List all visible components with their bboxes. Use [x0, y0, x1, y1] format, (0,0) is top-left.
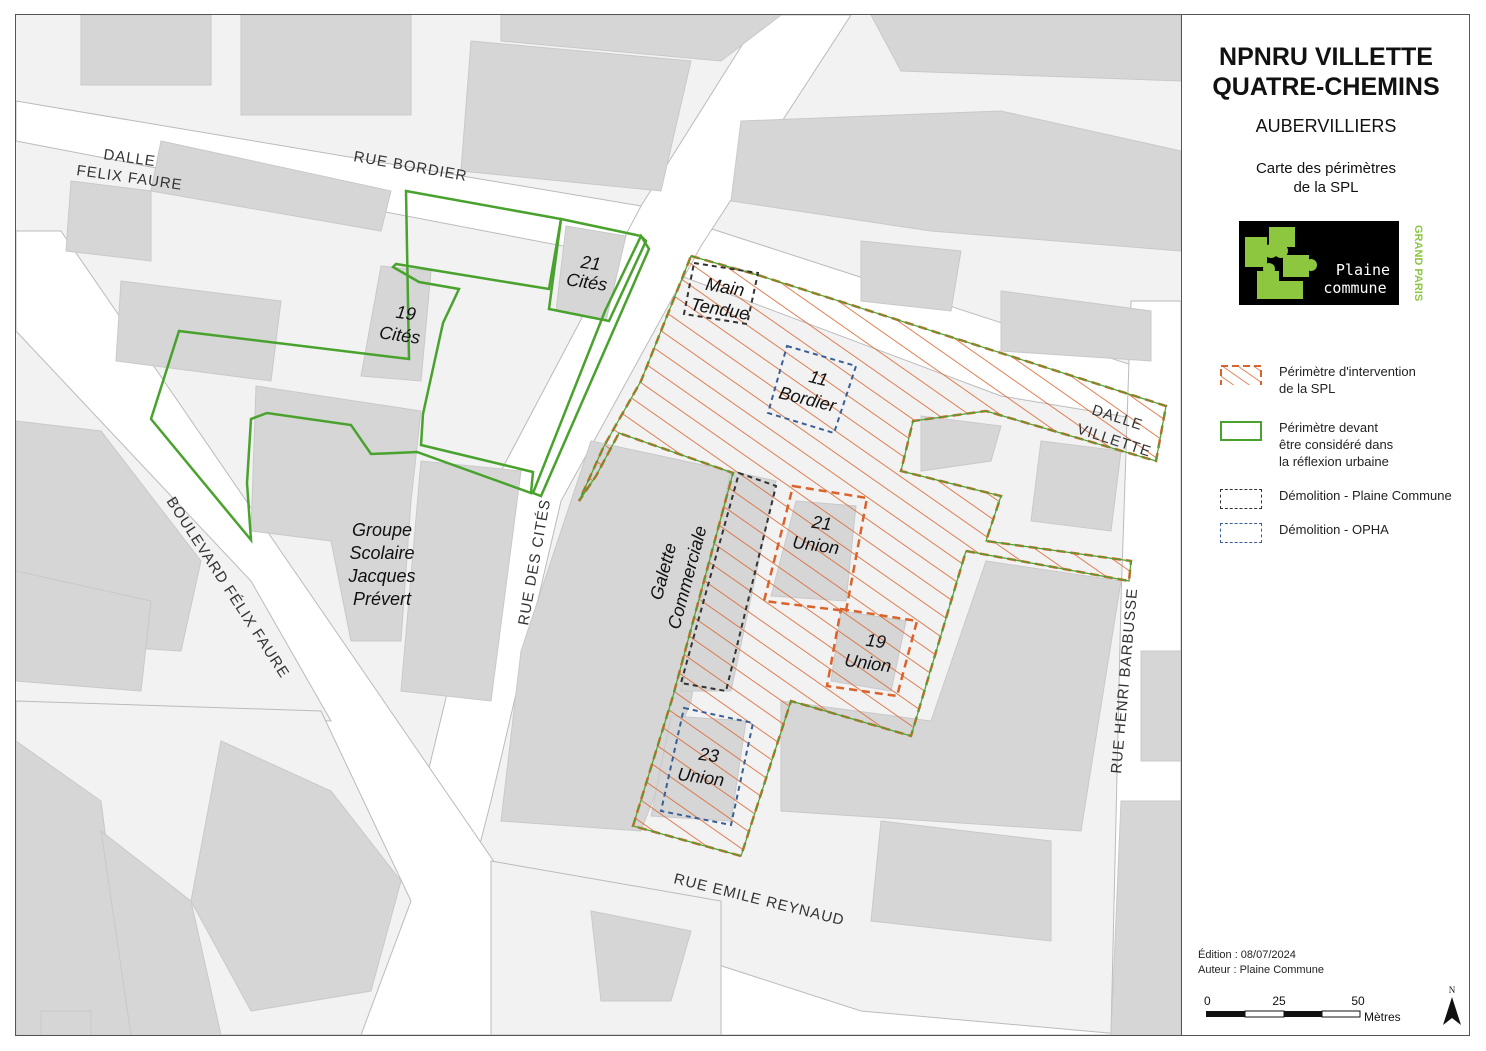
legend-label-spl: Périmètre d'intervention de la SPL: [1279, 364, 1416, 396]
building: [460, 40, 692, 192]
plaine-commune-logo: Plaine commune GRAND PARIS: [1239, 221, 1424, 305]
building: [150, 140, 392, 232]
scale-tick-25: 25: [1272, 994, 1286, 1008]
building: [400, 460, 522, 702]
map-subtitle-line1: Carte des périmètres: [1255, 160, 1397, 177]
scale-tick-50: 50: [1351, 994, 1365, 1008]
north-arrow-icon: N: [1443, 985, 1461, 1025]
building: [250, 385, 422, 642]
scale-tick-0: 0: [1204, 994, 1211, 1008]
legend-panel: NPNRU VILLETTE QUATRE-CHEMINS AUBERVILLI…: [1181, 15, 1469, 1035]
map-canvas[interactable]: RUE BORDIER DALLE FELIX FAURE BOULEVARD …: [16, 15, 1181, 1035]
building: [80, 15, 212, 86]
label-school-3: Jacques: [347, 566, 415, 586]
building: [1000, 290, 1152, 362]
demolition-23-union[interactable]: [659, 706, 755, 827]
label-19-union-num: 19: [865, 630, 888, 653]
map-city: AUBERVILLIERS: [1255, 116, 1397, 136]
building: [860, 240, 962, 312]
building: [500, 15, 782, 62]
label-school-1: Groupe: [352, 520, 412, 540]
building: [780, 560, 1122, 832]
building: [730, 110, 1181, 252]
map-panel[interactable]: RUE BORDIER DALLE FELIX FAURE BOULEVARD …: [16, 15, 1181, 1035]
logo-text-2: commune: [1323, 279, 1386, 297]
urban-reflection-perimeter-east[interactable]: [531, 217, 651, 498]
outline-19-union: [825, 607, 919, 698]
author: Auteur : Plaine Commune: [1198, 964, 1324, 976]
building: [115, 280, 282, 382]
legend-label-demolition-pc: Démolition - Plaine Commune: [1279, 488, 1452, 503]
building: [16, 740, 132, 1035]
label-11-bordier-num: 11: [807, 366, 830, 390]
legend-label-urban: Périmètre devant être considéré dans la …: [1279, 420, 1394, 469]
building: [360, 265, 432, 382]
label-23-union-num: 23: [697, 744, 721, 767]
north-label: N: [1449, 985, 1456, 995]
logo-side-text: GRAND PARIS: [1412, 225, 1424, 301]
map-title-line1: NPNRU VILLETTE: [1219, 43, 1433, 71]
building: [40, 1010, 92, 1035]
building: [870, 820, 1052, 942]
map-frame: RUE BORDIER DALLE FELIX FAURE BOULEVARD …: [15, 14, 1470, 1036]
building: [920, 415, 1002, 472]
logo-text-1: Plaine: [1336, 261, 1390, 279]
map-subtitle-line2: de la SPL: [1293, 179, 1359, 196]
label-21-cites-num: 21: [579, 252, 603, 275]
legend-swatch-spl: [1220, 365, 1262, 385]
building: [590, 910, 692, 1002]
urban-reflection-perimeter[interactable]: [149, 189, 563, 544]
label-school-4: Prévert: [353, 589, 412, 609]
scale-unit: Mètres: [1364, 1010, 1401, 1023]
legend-swatch-demolition-pc: [1220, 489, 1262, 509]
demolition-main-tendue[interactable]: [682, 261, 760, 326]
buildings: [16, 15, 1181, 1035]
scale-bar: 0 25 50 Mètres: [1204, 994, 1401, 1023]
legend-label-demolition-opha: Démolition - OPHA: [1279, 522, 1389, 537]
spl-perimeter-green-edge: [578, 255, 1167, 857]
building: [240, 15, 412, 116]
map-title-line2: QUATRE-CHEMINS: [1212, 73, 1440, 101]
legend-swatch-demolition-opha: [1220, 523, 1262, 543]
edition-date: Édition : 08/07/2024: [1198, 949, 1296, 961]
building: [100, 829, 222, 1035]
label-21-union-num: 21: [810, 512, 834, 535]
building: [1030, 440, 1122, 532]
building: [870, 15, 1181, 82]
building: [1140, 650, 1181, 762]
building: [16, 570, 152, 692]
label-school-2: Scolaire: [349, 543, 414, 563]
building: [65, 180, 152, 262]
label-19-cites-num: 19: [395, 302, 418, 325]
demolition-11-bordier[interactable]: [766, 344, 858, 435]
building: [1110, 800, 1181, 1035]
legend-swatch-urban: [1220, 421, 1262, 441]
